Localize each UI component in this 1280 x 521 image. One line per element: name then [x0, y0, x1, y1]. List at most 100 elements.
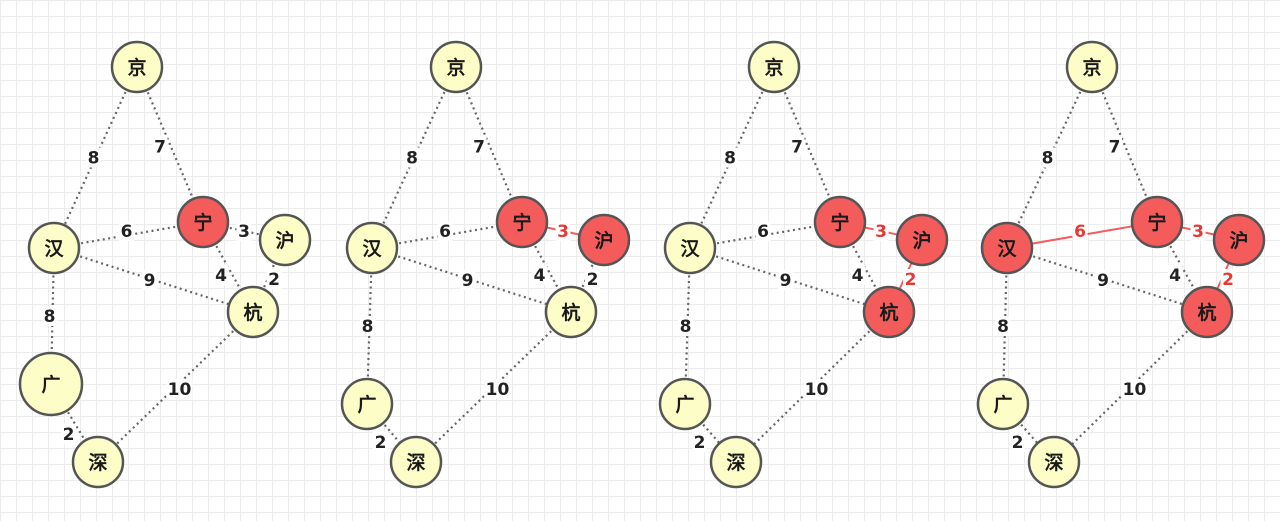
node-label: 汉: [44, 238, 64, 260]
edge-weight-bg: [692, 432, 707, 452]
edge-weight-bg: [1072, 221, 1088, 241]
node-jing: 京: [747, 40, 801, 94]
edge-weight-bg: [585, 269, 600, 289]
edge-weight-han-ning: 6: [1074, 222, 1086, 242]
edge-weight-bg: [755, 221, 771, 241]
edge-weight-bg: [873, 221, 889, 241]
node-circle: [27, 221, 81, 275]
node-circle: [544, 285, 598, 339]
edge-weight-ning-hang: 4: [852, 266, 864, 286]
edge-weight-bg: [404, 147, 420, 168]
node-jing: 京: [1065, 40, 1119, 94]
node-circle: [71, 435, 125, 489]
edge-weight-bg: [1095, 270, 1111, 290]
edge-weight-jing-ning: 7: [154, 138, 166, 158]
edge-weight-bg: [1010, 432, 1025, 452]
edge-weight-guang-shen: 2: [63, 425, 75, 445]
node-ning: 宁: [813, 195, 867, 249]
edge-guang-shen: [50, 383, 99, 463]
node-shen: 深: [1027, 435, 1081, 489]
edge-weight-bg: [460, 270, 475, 290]
node-label: 深: [726, 451, 745, 474]
node-circle: [495, 195, 549, 249]
edge-weight-bg: [1121, 379, 1148, 399]
node-label: 宁: [1147, 211, 1166, 234]
node-label: 沪: [912, 229, 931, 252]
edge-weight-bg: [1220, 269, 1236, 289]
edge-weight-guang-shen: 2: [1012, 433, 1024, 453]
node-label: 广: [357, 393, 376, 416]
edge-jing-ning: [454, 66, 524, 223]
edge-weight-bg: [266, 269, 282, 289]
node-label: 深: [406, 451, 425, 474]
node-label: 京: [1082, 56, 1101, 79]
node-label: 沪: [1229, 229, 1248, 252]
edge-weight-ning-hu: 3: [557, 222, 569, 242]
edge-weight-han-hang: 9: [462, 271, 474, 291]
node-circle: [577, 213, 631, 267]
edge-weight-bg: [152, 136, 168, 157]
node-label: 杭: [561, 301, 580, 324]
node-circle: [1065, 40, 1119, 94]
node-shen: 深: [71, 435, 125, 489]
node-label: 广: [41, 373, 60, 396]
node-label: 宁: [193, 211, 212, 234]
node-label: 杭: [243, 301, 262, 324]
node-label: 京: [764, 56, 783, 79]
edge-weight-hu-hang: 2: [268, 270, 280, 290]
edge-weight-bg: [1107, 136, 1122, 157]
node-label: 杭: [1197, 301, 1216, 324]
node-label: 京: [127, 56, 146, 79]
node-label: 汉: [680, 238, 700, 260]
node-circle: [1180, 285, 1234, 339]
edge-weight-ning-hu: 3: [238, 222, 250, 242]
edge-weight-bg: [119, 221, 134, 241]
node-circle: [813, 195, 867, 249]
node-han: 汉: [663, 221, 717, 275]
edge-weight-guang-shen: 2: [694, 433, 706, 453]
edge-weight-han-ning: 6: [757, 222, 769, 242]
node-hang: 杭: [1180, 285, 1234, 339]
edge-weight-han-ning: 6: [121, 222, 133, 242]
node-circle: [389, 435, 443, 489]
node-circle: [747, 40, 801, 94]
edge-weight-bg: [86, 147, 101, 168]
edge-weight-bg: [789, 136, 805, 157]
node-circle: [429, 40, 483, 94]
edge-weight-bg: [213, 265, 229, 285]
node-circle: [709, 435, 763, 489]
node-label: 广: [993, 393, 1012, 416]
edge-weight-ning-hang: 4: [534, 266, 546, 286]
edge-weight-hu-hang: 2: [587, 270, 599, 290]
edge-weight-han-guang: 8: [44, 307, 56, 327]
edge-weight-jing-han: 8: [724, 149, 736, 169]
node-circle: [663, 221, 717, 275]
edge-weight-bg: [42, 306, 57, 326]
node-shen: 深: [389, 435, 443, 489]
edge-weight-jing-han: 8: [406, 149, 418, 169]
node-hu: 沪: [895, 213, 949, 267]
edge-weight-han-guang: 8: [362, 317, 374, 337]
node-hu: 沪: [1212, 213, 1266, 267]
node-jing: 京: [110, 40, 164, 94]
edge-weight-han-hang: 9: [144, 271, 156, 291]
edge-weight-hang-shen: 10: [805, 380, 829, 400]
edge-weight-bg: [903, 269, 918, 289]
edge-weight-bg: [1167, 265, 1183, 285]
node-circle: [18, 351, 84, 417]
node-circle: [345, 221, 399, 275]
edge-weight-hang-shen: 10: [486, 380, 510, 400]
node-circle: [895, 213, 949, 267]
edge-weight-ning-hang: 4: [215, 266, 227, 286]
node-shen: 深: [709, 435, 763, 489]
node-ning: 宁: [1130, 195, 1184, 249]
edge-weight-ning-hu: 3: [1192, 222, 1204, 242]
edge-weight-bg: [850, 265, 865, 285]
node-label: 汉: [362, 238, 382, 260]
node-jing: 京: [429, 40, 483, 94]
node-circle: [1027, 435, 1081, 489]
node-circle: [340, 377, 394, 431]
node-circle: [1212, 213, 1266, 267]
